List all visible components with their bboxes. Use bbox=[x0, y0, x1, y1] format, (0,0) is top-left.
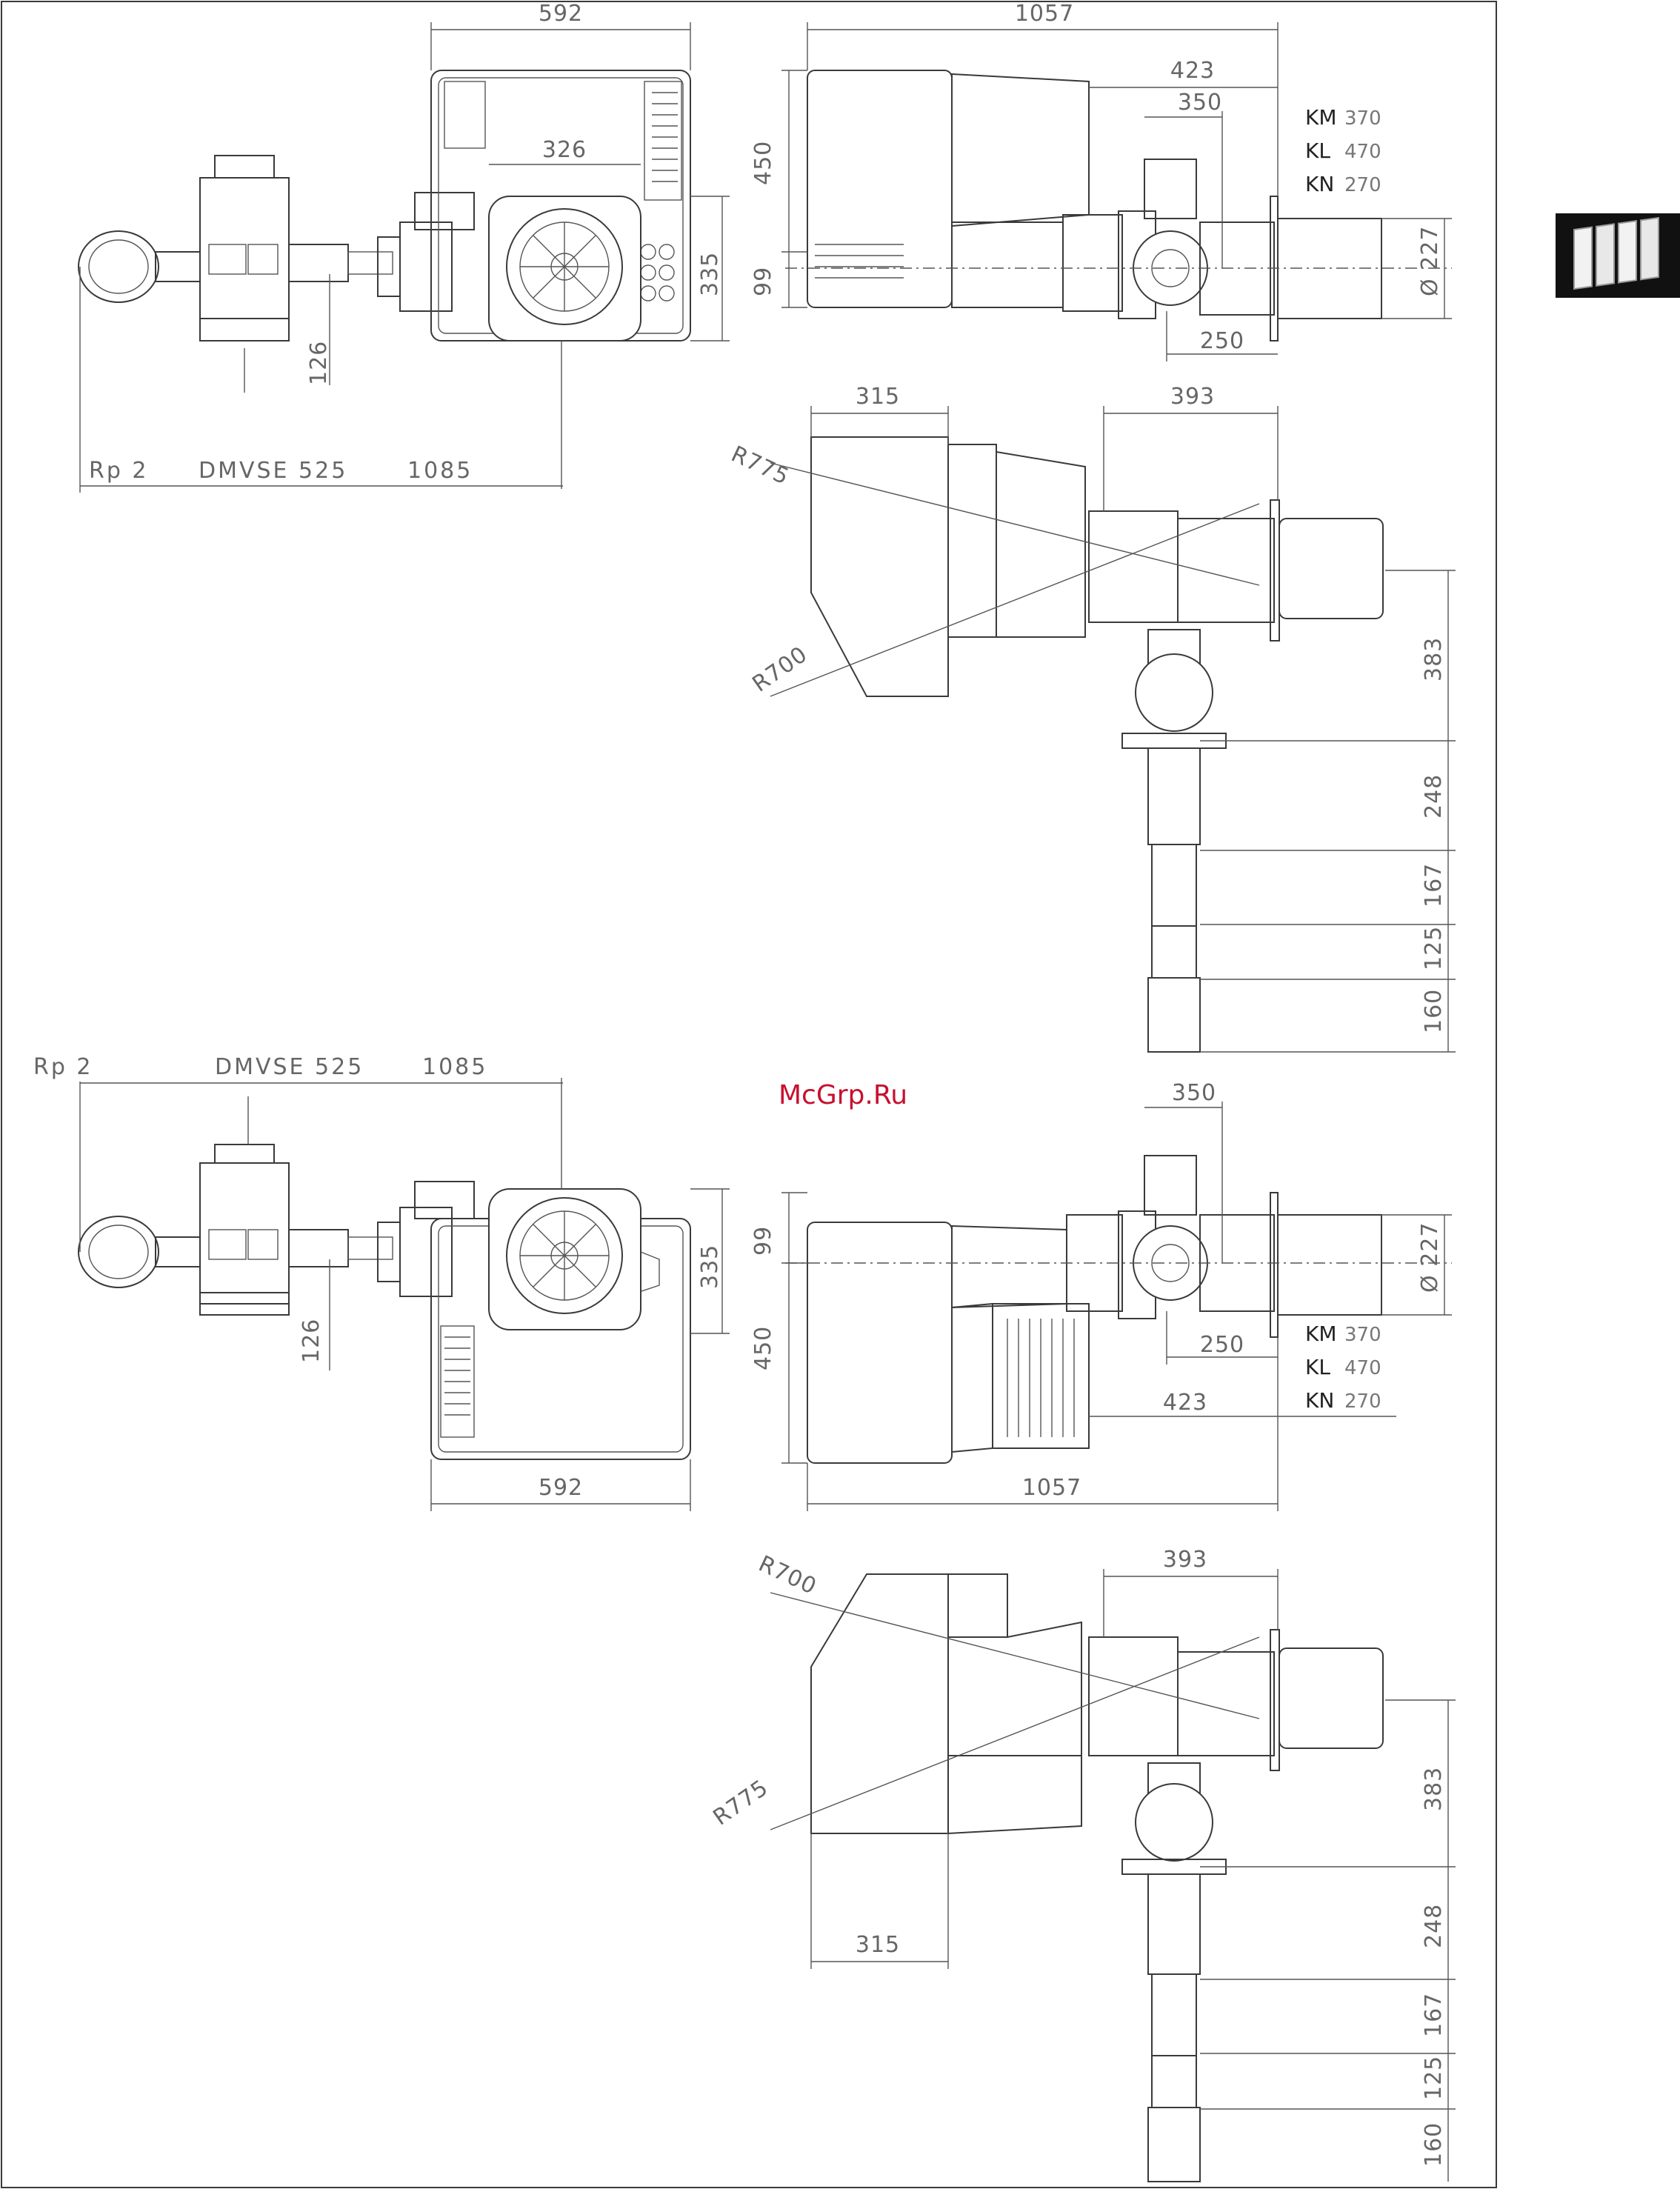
top-plan-width: 592 bbox=[539, 1, 583, 27]
bottom-fuel-code-kl: KL bbox=[1305, 1355, 1330, 1379]
top-radius-lower: R700 bbox=[748, 642, 813, 698]
top-fuel-options: KM 370 KL 470 KN 270 bbox=[1305, 105, 1381, 196]
top-valve-label: DMVSE 525 bbox=[199, 458, 347, 484]
top-vertical-167: 167 bbox=[1421, 863, 1447, 907]
bottom-plan-width: 592 bbox=[539, 1475, 583, 1501]
bottom-side-view bbox=[785, 1156, 1452, 1463]
bottom-rear-right: 393 bbox=[1163, 1547, 1207, 1573]
top-housing-height: 450 bbox=[750, 141, 776, 185]
bottom-radius-lower: R775 bbox=[709, 1775, 773, 1831]
top-rear-right: 393 bbox=[1170, 384, 1215, 410]
watermark: McGrp.Ru bbox=[779, 1080, 907, 1110]
top-radius-upper: R775 bbox=[727, 442, 793, 490]
fuel-code-km: KM bbox=[1305, 105, 1337, 130]
bottom-valve-label: DMVSE 525 bbox=[215, 1054, 364, 1080]
bottom-side-overall: 1057 bbox=[1022, 1475, 1081, 1501]
bottom-vertical-383: 383 bbox=[1421, 1767, 1447, 1811]
bottom-fuel-code-km: KM bbox=[1305, 1322, 1337, 1346]
top-vertical-383: 383 bbox=[1421, 637, 1447, 682]
bottom-rear-view bbox=[770, 1574, 1383, 2182]
top-tube-diameter: Ø 227 bbox=[1417, 226, 1443, 296]
bottom-connection-label: Rp 2 bbox=[33, 1054, 93, 1080]
bottom-fuel-code-kn: KN bbox=[1305, 1388, 1334, 1413]
page-frame bbox=[1, 1, 1496, 2188]
bottom-flange-to-head: 423 bbox=[1163, 1390, 1207, 1416]
top-rear-view bbox=[770, 437, 1383, 1052]
bottom-gas-train-dimension: Rp 2 DMVSE 525 1085 126 bbox=[33, 1054, 563, 1370]
top-lower-height: 99 bbox=[750, 267, 776, 296]
top-flange-gap: 250 bbox=[1200, 328, 1244, 354]
bottom-flange-gap: 250 bbox=[1200, 1332, 1244, 1358]
bottom-housing-height: 450 bbox=[750, 1326, 776, 1370]
top-side-overall: 1057 bbox=[1015, 1, 1074, 27]
top-plan-height: 335 bbox=[697, 252, 723, 296]
bottom-fuel-options: KM 370 KL 470 KN 270 bbox=[1305, 1322, 1381, 1413]
top-drop-label: 126 bbox=[306, 341, 332, 385]
bottom-drop-label: 126 bbox=[299, 1319, 324, 1363]
bottom-fuel-value-kn: 270 bbox=[1344, 1390, 1381, 1413]
bottom-length-label: 1085 bbox=[422, 1054, 487, 1080]
bottom-radius-upper: R700 bbox=[755, 1551, 821, 1600]
bottom-side-dimensions: 1057 423 350 99 450 Ø 227 250 bbox=[750, 1080, 1452, 1511]
top-burner-head: 326 bbox=[542, 137, 587, 163]
top-length-label: 1085 bbox=[407, 458, 473, 484]
fuel-value-km: 370 bbox=[1344, 107, 1381, 130]
bottom-vertical-125: 125 bbox=[1421, 2056, 1447, 2100]
bottom-lower-height: 99 bbox=[750, 1226, 776, 1256]
fuel-code-kl: KL bbox=[1305, 139, 1330, 163]
binders-icon bbox=[1556, 213, 1680, 298]
top-plan-view bbox=[79, 70, 690, 489]
fuel-value-kn: 270 bbox=[1344, 174, 1381, 196]
top-flange-to-head: 423 bbox=[1170, 58, 1215, 84]
fuel-value-kl: 470 bbox=[1344, 141, 1381, 163]
top-vertical-248: 248 bbox=[1421, 774, 1447, 819]
fuel-code-kn: KN bbox=[1305, 172, 1334, 196]
bottom-rear-left: 315 bbox=[856, 1932, 900, 1958]
top-vertical-160: 160 bbox=[1421, 989, 1447, 1033]
top-vertical-125: 125 bbox=[1421, 926, 1447, 970]
bottom-fuel-value-km: 370 bbox=[1344, 1324, 1381, 1346]
bottom-vertical-248: 248 bbox=[1421, 1904, 1447, 1948]
top-rear-left: 315 bbox=[856, 384, 900, 410]
bottom-fuel-value-kl: 470 bbox=[1344, 1357, 1381, 1379]
bottom-plan-height: 335 bbox=[697, 1245, 723, 1289]
top-rear-dimensions: 315 393 R775 R700 383 248 167 125 160 bbox=[727, 384, 1456, 1052]
top-head-offset: 350 bbox=[1178, 90, 1222, 116]
bottom-vertical-160: 160 bbox=[1421, 2122, 1447, 2167]
bottom-tube-diameter: Ø 227 bbox=[1417, 1222, 1443, 1293]
top-connection-label: Rp 2 bbox=[89, 458, 149, 484]
bottom-vertical-167: 167 bbox=[1421, 1993, 1447, 2037]
bottom-head-offset: 350 bbox=[1172, 1080, 1216, 1106]
bottom-plan-view bbox=[79, 1078, 690, 1459]
